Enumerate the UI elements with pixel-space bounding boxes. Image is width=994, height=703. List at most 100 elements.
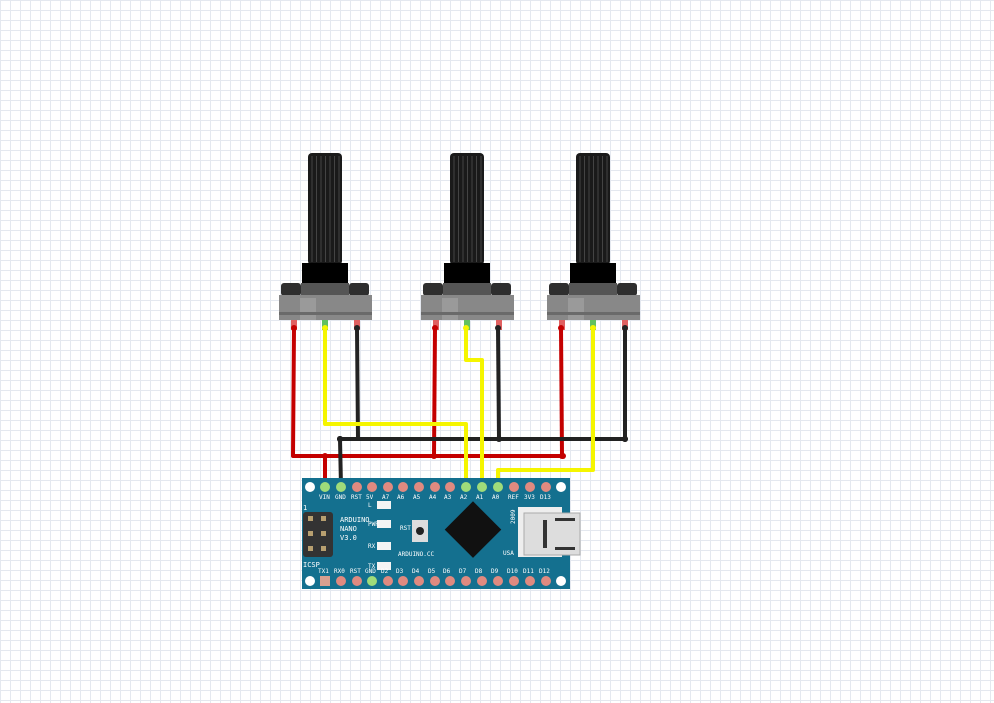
wire-end[interactable] (432, 325, 438, 331)
pin-pad[interactable] (383, 576, 393, 586)
wire-end[interactable] (431, 453, 437, 459)
pin-d4[interactable]: D4 (412, 568, 424, 586)
pin-pad[interactable] (541, 482, 551, 492)
power-wire-bus[interactable] (291, 327, 563, 458)
pin-d6[interactable]: D6 (443, 568, 455, 586)
wire-end[interactable] (322, 453, 328, 459)
pot-leg[interactable] (496, 320, 502, 330)
pin-pad[interactable] (477, 576, 487, 586)
usb-connector[interactable] (518, 507, 581, 557)
wire-end[interactable] (291, 325, 297, 331)
pin-d11[interactable]: D11 (523, 568, 535, 586)
pin-label: D4 (412, 568, 420, 575)
potentiometer-1[interactable] (279, 153, 372, 330)
pin-rst[interactable]: RST (350, 568, 362, 586)
pin-a3[interactable]: A3 (444, 482, 455, 501)
pot-leg[interactable] (464, 320, 470, 330)
pin-pad[interactable] (352, 576, 362, 586)
pin-pad[interactable] (493, 482, 503, 492)
pin-3v3[interactable]: 3V3 (524, 482, 535, 501)
pin-d9[interactable]: D9 (491, 568, 503, 586)
wire-end[interactable] (496, 436, 502, 442)
pin-d5[interactable]: D5 (428, 568, 440, 586)
pin-label: 5V (366, 494, 374, 501)
pin-a2[interactable]: A2 (460, 482, 471, 501)
pin-label: A0 (492, 494, 500, 501)
pin-a5[interactable]: A5 (413, 482, 424, 501)
pin-d7[interactable]: D7 (459, 568, 471, 586)
pin-pad[interactable] (445, 576, 455, 586)
pin-pad[interactable] (461, 576, 471, 586)
pin-pad[interactable] (383, 482, 393, 492)
pot-leg[interactable] (433, 320, 439, 330)
pin-d12[interactable]: D12 (539, 568, 551, 586)
wire-end[interactable] (622, 325, 628, 331)
potentiometer-3[interactable] (547, 153, 640, 330)
power-wire-pot2[interactable] (432, 327, 437, 457)
pin-label: D8 (475, 568, 483, 575)
signal-wire-a2[interactable] (323, 328, 468, 487)
ground-wire-pot2[interactable] (496, 327, 501, 440)
pin-pad[interactable] (398, 576, 408, 586)
wire-end[interactable] (322, 325, 328, 331)
led-label: L (368, 502, 372, 509)
pin-d8[interactable]: D8 (475, 568, 487, 586)
pin-pad[interactable] (477, 482, 487, 492)
pin-tx1[interactable]: TX1 (318, 568, 330, 586)
pin-a0[interactable]: A0 (492, 482, 503, 501)
pin-pad[interactable] (461, 482, 471, 492)
pin-a7[interactable]: A7 (382, 482, 393, 501)
pin-5v[interactable]: 5V (366, 482, 377, 501)
pin-ref[interactable]: REF (508, 482, 519, 501)
pin-pad[interactable] (430, 576, 440, 586)
pin-pad[interactable] (414, 576, 424, 586)
signal-wire-a1[interactable] (464, 328, 484, 487)
pin-pad[interactable] (320, 482, 330, 492)
pin-gnd[interactable]: GND (335, 482, 346, 501)
pin-pad[interactable] (414, 482, 424, 492)
pin-a1[interactable]: A1 (476, 482, 487, 501)
led-l (377, 501, 391, 509)
pin-vin[interactable]: VIN (319, 482, 330, 501)
wire-end[interactable] (622, 436, 628, 442)
pin-d2[interactable]: D2 (381, 568, 393, 586)
wire-end[interactable] (354, 325, 360, 331)
pin-pad[interactable] (430, 482, 440, 492)
pin-pad[interactable] (541, 576, 551, 586)
pin-rst[interactable]: RST (351, 482, 362, 501)
pin-a6[interactable]: A6 (397, 482, 408, 501)
wire-end[interactable] (463, 325, 469, 331)
pin-label: 3V3 (524, 494, 535, 501)
pin-pad[interactable] (525, 482, 535, 492)
pin-pad[interactable] (509, 482, 519, 492)
pin-pad[interactable] (352, 482, 362, 492)
potentiometer-2[interactable] (421, 153, 514, 330)
pin-pad[interactable] (445, 482, 455, 492)
pin-a4[interactable]: A4 (429, 482, 440, 501)
pin-gnd[interactable]: GND (365, 568, 377, 586)
pin-pad[interactable] (336, 482, 346, 492)
pin-pad[interactable] (367, 482, 377, 492)
wire-end[interactable] (337, 436, 343, 442)
pin-d3[interactable]: D3 (396, 568, 408, 586)
pin-pad[interactable] (398, 482, 408, 492)
signal-wire-a0[interactable] (496, 328, 595, 487)
pin-pad[interactable] (367, 576, 377, 586)
microcontroller-chip (444, 501, 502, 558)
wire-end[interactable] (559, 453, 565, 459)
nut (302, 263, 348, 284)
pin-pad[interactable] (336, 576, 346, 586)
wire-end[interactable] (495, 325, 501, 331)
pin-d13[interactable]: D13 (540, 482, 551, 501)
power-wire-pot3[interactable] (559, 327, 564, 457)
pin-pad[interactable] (509, 576, 519, 586)
pot-body (547, 295, 640, 320)
wire-end[interactable] (590, 325, 596, 331)
pin-rx0[interactable]: RX0 (334, 568, 346, 586)
pin-pad[interactable] (525, 576, 535, 586)
pin-pad[interactable] (493, 576, 503, 586)
pin-d10[interactable]: D10 (507, 568, 519, 586)
pot-leg[interactable] (559, 320, 565, 330)
wire-end[interactable] (558, 325, 564, 331)
